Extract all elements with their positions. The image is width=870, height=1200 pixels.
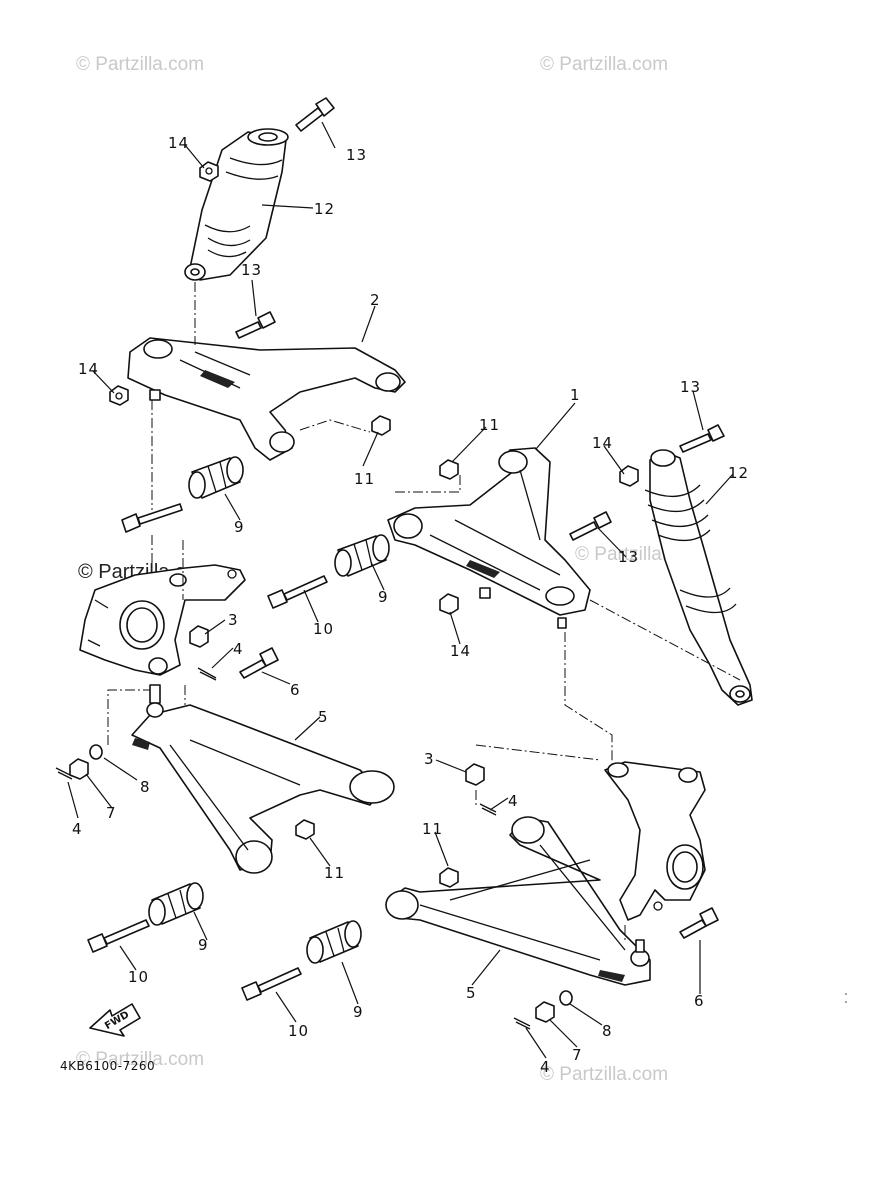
callout-12: 12 bbox=[314, 200, 335, 218]
bolt-10-lower-right bbox=[241, 967, 302, 1001]
castle-nut-3-left bbox=[189, 625, 209, 648]
callout-8: 8 bbox=[602, 1022, 613, 1040]
callout-14: 14 bbox=[78, 360, 99, 378]
callout-13: 13 bbox=[346, 146, 367, 164]
bushing-9-lower-right bbox=[306, 920, 362, 964]
cotter-pin-4-right bbox=[479, 803, 497, 816]
ball-joint-stud bbox=[557, 617, 567, 629]
bolt-13-right bbox=[569, 511, 612, 541]
nut-11-upper bbox=[371, 415, 391, 436]
callout-13: 13 bbox=[680, 378, 701, 396]
nut-11-lower-left bbox=[295, 819, 315, 840]
shock-absorber-right bbox=[644, 449, 753, 706]
callout-12: 12 bbox=[728, 464, 749, 482]
callout-1: 1 bbox=[570, 386, 581, 404]
upper-arm-1 bbox=[387, 447, 591, 616]
alignment-lines bbox=[107, 282, 741, 940]
callout-labels: 1 2 3 3 4 4 4 4 5 5 6 6 7 7 8 8 9 9 9 9 … bbox=[72, 134, 749, 1076]
bolt-10-right-upper bbox=[267, 575, 328, 609]
callout-10: 10 bbox=[288, 1022, 309, 1040]
lower-arm-5-left bbox=[131, 684, 395, 874]
nut-11-lower-right bbox=[439, 867, 459, 888]
nut-11-right-upper bbox=[439, 459, 459, 480]
callout-9: 9 bbox=[353, 1003, 364, 1021]
callout-13: 13 bbox=[241, 261, 262, 279]
callout-5: 5 bbox=[318, 708, 329, 726]
callout-4: 4 bbox=[72, 820, 83, 838]
callout-6: 6 bbox=[694, 992, 705, 1010]
leader-lines bbox=[67, 121, 734, 1059]
bolt-10-lower-left bbox=[87, 919, 150, 953]
bolt-13-mid bbox=[235, 311, 276, 339]
callout-6: 6 bbox=[290, 681, 301, 699]
callout-4: 4 bbox=[540, 1058, 551, 1076]
callout-11: 11 bbox=[422, 820, 443, 838]
callout-2: 2 bbox=[370, 291, 381, 309]
callout-7: 7 bbox=[572, 1046, 583, 1064]
cotter-pin-4-left bbox=[197, 667, 217, 681]
diagram-code: 4KB6100-7260 bbox=[60, 1059, 155, 1073]
bushing-9-upper-left bbox=[188, 456, 244, 499]
fwd-arrow-icon: FWD bbox=[89, 1003, 141, 1037]
edge-dot bbox=[845, 1001, 847, 1003]
washer-8-right bbox=[559, 990, 573, 1006]
callout-9: 9 bbox=[378, 588, 389, 606]
bolt-13-top bbox=[295, 97, 335, 132]
washer-8-left bbox=[89, 744, 103, 760]
cotter-pin-4-far-left bbox=[55, 767, 73, 780]
watermark: © Partzilla.com bbox=[540, 54, 668, 75]
callout-8: 8 bbox=[140, 778, 151, 796]
bolt-6-right bbox=[679, 907, 719, 939]
upper-arm-2 bbox=[127, 337, 406, 461]
knuckle-left bbox=[79, 564, 246, 676]
watermark: © Partzilla.com bbox=[76, 54, 204, 75]
nut-7-right bbox=[535, 1001, 555, 1023]
shock-absorber-left bbox=[184, 128, 289, 281]
bolt-6-left bbox=[239, 647, 279, 679]
nut-14-right-lower bbox=[439, 593, 459, 615]
callout-11: 11 bbox=[324, 864, 345, 882]
bushing-9-right-upper bbox=[334, 534, 390, 577]
knuckle-right bbox=[604, 761, 706, 921]
callout-3: 3 bbox=[424, 750, 435, 768]
callout-10: 10 bbox=[313, 620, 334, 638]
nut-14-mid bbox=[109, 385, 129, 406]
nut-14-right-shock bbox=[619, 465, 639, 487]
watermark: © Partzilla.com bbox=[540, 1064, 668, 1085]
castle-nut-3-right bbox=[465, 763, 485, 786]
callout-14: 14 bbox=[168, 134, 189, 152]
bolt-13-right-shock bbox=[679, 424, 725, 453]
watermarks: © Partzilla.com © Partzilla.com © Partzi… bbox=[76, 54, 703, 1085]
nut-7-left bbox=[69, 758, 89, 780]
bushing-9-lower-left bbox=[148, 882, 204, 926]
callout-3: 3 bbox=[228, 611, 239, 629]
bolt-10-upper-left bbox=[121, 503, 183, 533]
callout-5: 5 bbox=[466, 984, 477, 1002]
callout-9: 9 bbox=[198, 936, 209, 954]
callout-7: 7 bbox=[106, 804, 117, 822]
callout-13: 13 bbox=[618, 548, 639, 566]
callout-4: 4 bbox=[233, 640, 244, 658]
nut-14-top bbox=[199, 161, 219, 182]
callout-11: 11 bbox=[479, 416, 500, 434]
callout-4: 4 bbox=[508, 792, 519, 810]
lower-arm-5-right bbox=[385, 816, 651, 986]
callout-9: 9 bbox=[234, 518, 245, 536]
cotter-pin-4-bottom bbox=[513, 1017, 531, 1030]
callout-14: 14 bbox=[592, 434, 613, 452]
callout-11: 11 bbox=[354, 470, 375, 488]
callout-10: 10 bbox=[128, 968, 149, 986]
edge-dot bbox=[845, 993, 847, 995]
callout-14: 14 bbox=[450, 642, 471, 660]
watermark: © Partzilla.com bbox=[76, 1049, 204, 1070]
